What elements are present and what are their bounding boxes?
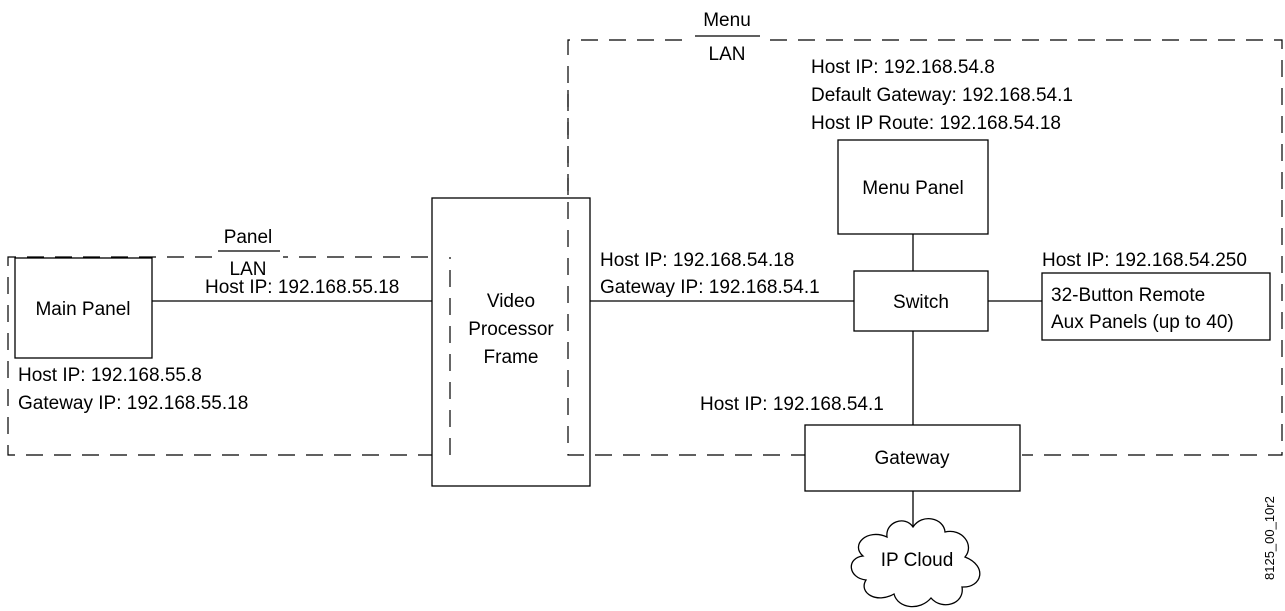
menu-lan-boundary-inner — [567, 90, 595, 456]
aux-panels-label-2: Aux Panels (up to 40) — [1051, 312, 1234, 333]
ip-cloud-label: IP Cloud — [881, 550, 954, 571]
frame-gateway-ip: Gateway IP: 192.168.54.1 — [600, 277, 820, 298]
menu-panel-host-ip: Host IP: 192.168.54.8 — [811, 57, 995, 78]
video-processor-frame-label-3: Frame — [484, 347, 539, 368]
panel-lan-boundary — [7, 256, 451, 456]
menu-panel-label: Menu Panel — [862, 178, 963, 199]
gateway-host-ip: Host IP: 192.168.54.1 — [700, 394, 884, 415]
video-processor-frame — [431, 197, 591, 487]
aux-panels — [1041, 272, 1271, 341]
panel-lan-label-2: LAN — [230, 259, 267, 280]
menu-lan-label: Menu — [703, 10, 751, 31]
main-panel-label: Main Panel — [35, 299, 130, 320]
gateway-label: Gateway — [875, 448, 950, 469]
menu-panel-host-ip-route: Host IP Route: 192.168.54.18 — [811, 113, 1061, 134]
main-panel — [14, 257, 153, 359]
menu-panel-default-gateway: Default Gateway: 192.168.54.1 — [811, 85, 1073, 106]
gateway — [804, 424, 1021, 492]
aux-panels-label-1: 32-Button Remote — [1051, 285, 1205, 306]
main-panel-gateway-ip: Gateway IP: 192.168.55.18 — [18, 393, 248, 414]
aux-host-ip: Host IP: 192.168.54.250 — [1042, 250, 1247, 271]
main-panel-host-ip: Host IP: 192.168.55.8 — [18, 365, 202, 386]
panel-lan-label: Panel — [224, 227, 273, 248]
frame-panel-host-ip: Host IP: 192.168.55.18 — [205, 277, 399, 298]
ip-cloud-icon — [850, 518, 981, 608]
menu-lan-label-2: LAN — [709, 44, 746, 65]
video-processor-frame-label-2: Processor — [468, 319, 554, 340]
figure-id: 8125_00_10r2 — [1262, 496, 1277, 580]
video-processor-frame-label-1: Video — [487, 291, 535, 312]
frame-host-ip: Host IP: 192.168.54.18 — [600, 250, 794, 271]
menu-panel — [837, 139, 989, 235]
switch — [853, 270, 989, 332]
switch-label: Switch — [893, 292, 949, 313]
